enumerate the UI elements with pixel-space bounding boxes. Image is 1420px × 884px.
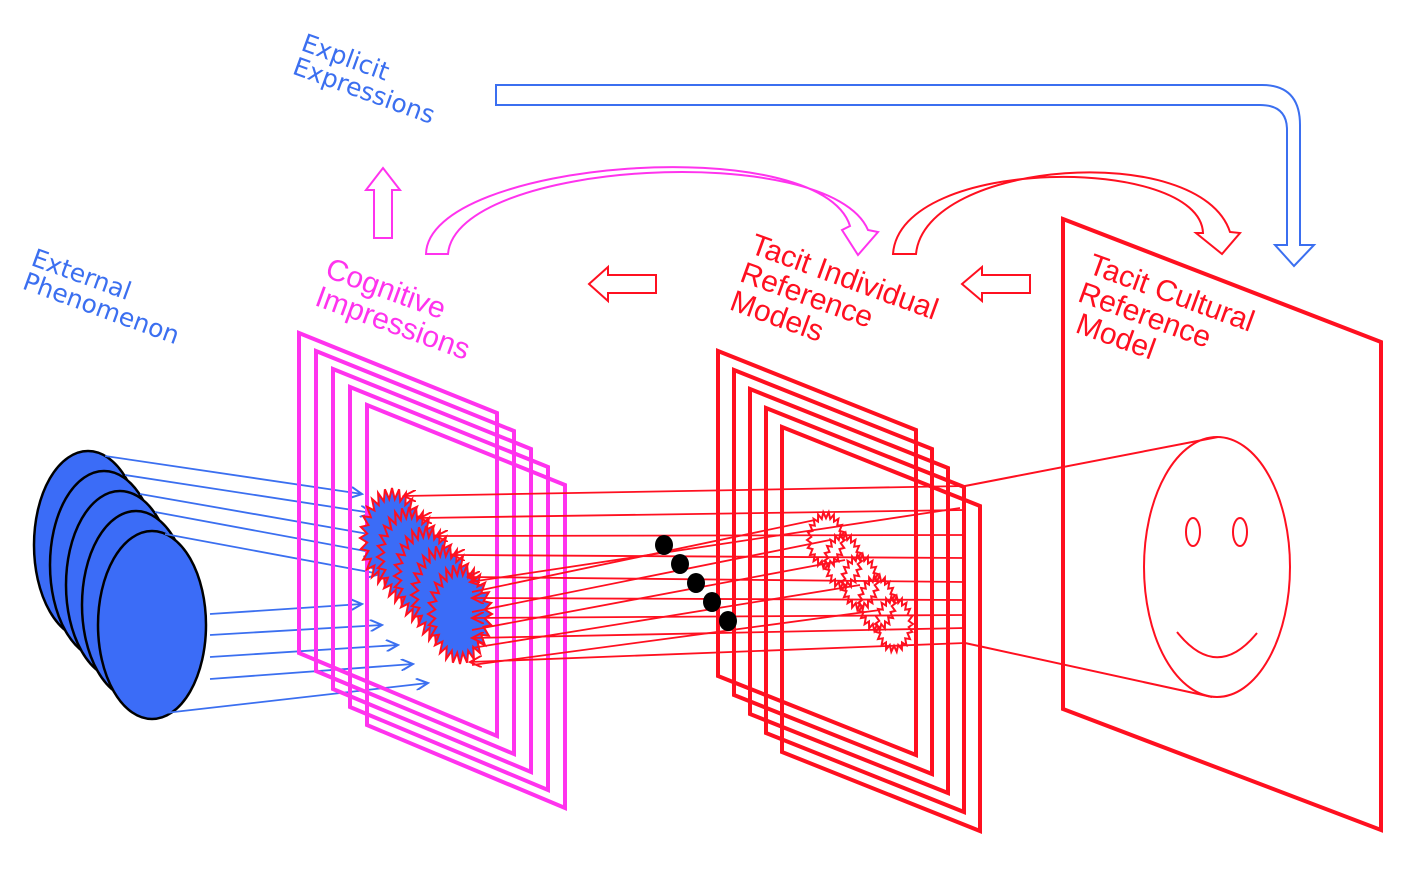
mapping-line [471,539,831,613]
cognitive-frame [365,402,567,812]
projection-arrow [209,664,413,680]
projection-arrow [104,455,362,494]
individual-model-burst [805,509,847,571]
up-arrow-icon [363,166,403,239]
individual-model-frame [780,424,982,834]
projection-arrow [209,625,382,636]
ellipsis-dot [703,592,721,612]
cognitive-frame [348,384,550,794]
cognitive-frame [314,348,516,758]
projection-arrow [154,511,376,553]
cognitive-frame [331,366,533,776]
elbow-arrow-icon [495,84,1317,268]
ellipsis-dot [655,535,673,555]
mapping-line [471,559,846,631]
projection-arrow [139,493,374,535]
phenomenon-ellipse [96,529,208,721]
feedback-arrow [420,509,966,518]
projection-arrow [164,683,428,714]
individual-model-burst [839,551,881,613]
feedback-arrow [436,535,966,536]
feedback-arrow [453,555,966,558]
ellipsis-dot [719,611,737,631]
individual-model-burst [873,593,915,655]
feedback-arrow [404,485,966,496]
cognitive-frame [297,330,499,740]
individual-model-frame [748,386,950,796]
curved-arrow-magenta-icon [424,166,880,257]
ellipsis-dot [687,573,705,593]
projection-arrow [209,604,362,615]
curved-arrow-red-icon [891,171,1243,256]
left-arrow-icon [587,264,657,304]
cultural-model-frame [1061,216,1383,833]
feedback-arrow [470,507,961,582]
individual-model-frame [716,348,918,758]
projection-arrow [124,474,372,513]
left-arrow-icon [960,264,1031,304]
mapping-line [471,519,816,593]
individual-model-frame [732,367,934,777]
ellipsis-dot [671,554,689,574]
projection-arrow [164,533,380,574]
smiley-face-icon [964,436,1291,698]
mapping-line [471,609,881,666]
individual-model-burst [856,572,898,634]
individual-model-frame [764,405,966,815]
individual-model-burst [822,530,864,592]
mapping-line [471,584,861,649]
